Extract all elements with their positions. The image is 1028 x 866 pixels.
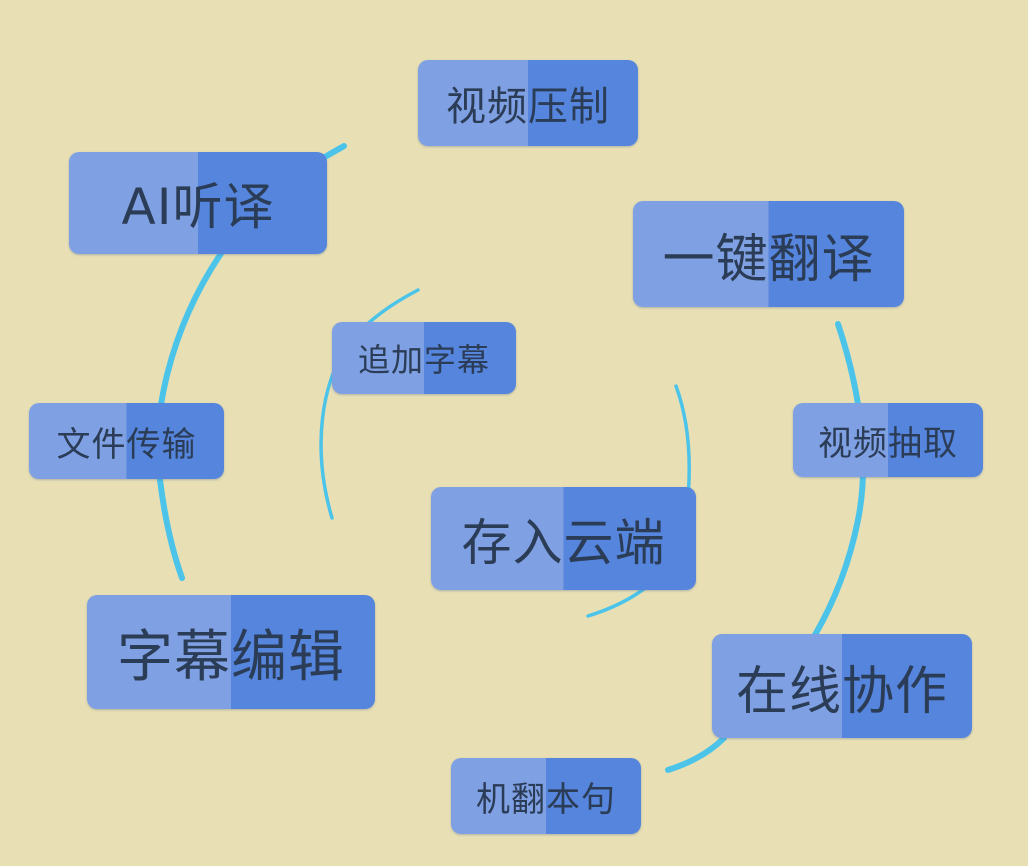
node-file-transfer: 文件传输 — [29, 403, 224, 479]
node-machine-translate: 机翻本句 — [451, 758, 641, 834]
node-video-extract-label: 视频抽取 — [818, 423, 958, 464]
node-online-collab-label: 在线协作 — [735, 661, 948, 722]
node-machine-translate-label: 机翻本句 — [476, 779, 616, 820]
node-subtitle-edit: 字幕编辑 — [87, 595, 375, 709]
node-cloud-store: 存入云端 — [431, 487, 696, 590]
node-one-click-translate: 一键翻译 — [633, 201, 904, 307]
node-cloud-store-label: 存入云端 — [461, 513, 666, 572]
node-video-compress: 视频压制 — [418, 60, 638, 146]
node-video-compress-label: 视频压制 — [446, 84, 610, 130]
node-one-click-translate-label: 一键翻译 — [662, 229, 875, 290]
node-ai-transcribe: AI听译 — [69, 152, 327, 254]
node-video-extract: 视频抽取 — [793, 403, 983, 477]
node-file-transfer-label: 文件传输 — [56, 424, 197, 465]
node-subtitle-edit-label: 字幕编辑 — [117, 624, 345, 690]
node-add-subtitles-label: 追加字幕 — [357, 341, 490, 379]
node-add-subtitles: 追加字幕 — [332, 322, 516, 394]
node-online-collab: 在线协作 — [712, 634, 972, 738]
arc-right-outer — [809, 321, 867, 643]
arc-bottom-right — [665, 735, 727, 773]
node-ai-transcribe-label: AI听译 — [121, 178, 275, 236]
